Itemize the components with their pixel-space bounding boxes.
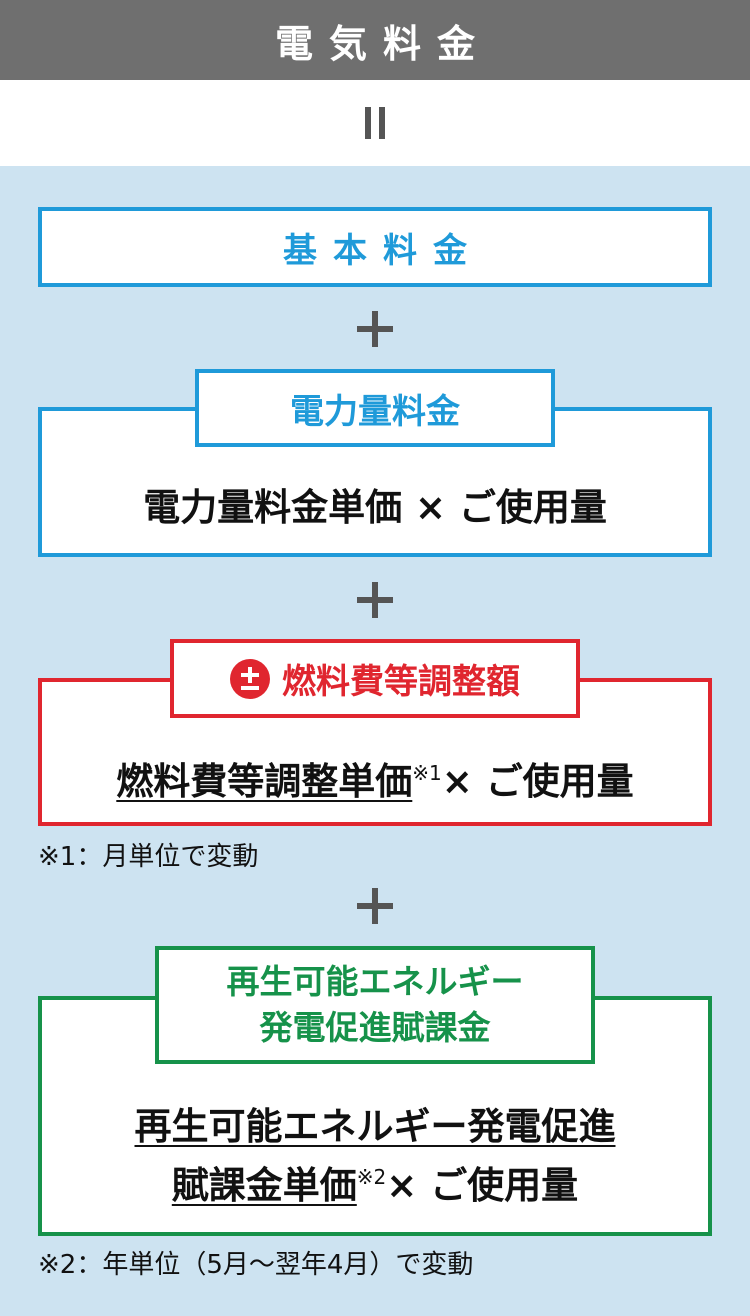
energy-charge-tag: 電力量料金 [195, 369, 555, 447]
renewable-unit-price-line2: 賦課金単価 [171, 1164, 357, 1207]
basic-charge-label: 基本料金 [283, 230, 483, 271]
equals-icon [365, 107, 385, 139]
page-title: 電気料金 [0, 0, 750, 80]
times-sign: × [386, 1164, 418, 1207]
basic-charge-box: 基本料金 [38, 207, 712, 287]
renewable-levy-tag-line2: 発電促進賦課金 [259, 1008, 491, 1047]
plus-icon [355, 886, 395, 926]
energy-unit-price: 電力量料金単価 [143, 486, 403, 529]
energy-charge-box: 電力量料金単価 × ご使用量 [38, 407, 712, 557]
equals-band [0, 80, 750, 166]
plus-icon [355, 309, 395, 349]
fuel-adjustment-tag: 燃料費等調整額 [170, 639, 580, 718]
plus-minus-icon [230, 658, 270, 699]
usage-amount: ご使用量 [485, 760, 634, 803]
plus-icon [355, 580, 395, 620]
fuel-note: ※1：月単位で変動 [38, 842, 259, 872]
renewable-levy-tag: 再生可能エネルギー 発電促進賦課金 [155, 946, 595, 1064]
energy-charge-tag-label: 電力量料金 [290, 391, 460, 432]
renewable-unit-price-line1: 再生可能エネルギー発電促進 [134, 1105, 616, 1148]
fuel-adjustment-box: 燃料費等調整単価※1× ご使用量 [38, 678, 712, 826]
times-sign: × [414, 486, 446, 529]
times-sign: × [441, 760, 473, 803]
renewable-note: ※2：年単位（5月～翌年4月）で変動 [38, 1250, 474, 1280]
note-mark-1: ※1 [412, 761, 442, 785]
renewable-levy-formula: 再生可能エネルギー発電促進 賦課金単価※2× ご使用量 [42, 1102, 708, 1211]
note-mark-2: ※2 [356, 1165, 387, 1189]
fuel-adjustment-tag-label: 燃料費等調整額 [282, 662, 520, 702]
renewable-levy-tag-line1: 再生可能エネルギー [226, 962, 524, 1001]
energy-charge-formula: 電力量料金単価 × ご使用量 [42, 483, 708, 533]
fuel-unit-price: 燃料費等調整単価 [116, 760, 413, 803]
usage-amount: ご使用量 [430, 1164, 579, 1207]
usage-amount: ご使用量 [458, 486, 607, 529]
fuel-adjustment-formula: 燃料費等調整単価※1× ご使用量 [42, 748, 708, 807]
